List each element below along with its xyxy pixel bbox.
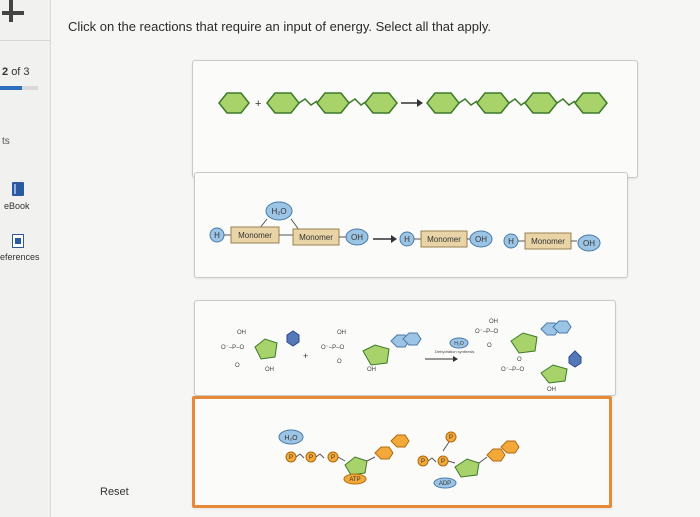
p-label-5: P [421, 459, 425, 465]
oh-label-f: OH [547, 387, 556, 393]
phosphate-a: O⁻–P–O [221, 345, 245, 351]
reaction-option-2[interactable]: H₂O H Monomer Monomer OH H Monomer OH H [194, 172, 628, 278]
p-label-4: P [449, 435, 453, 441]
references-label: eferences [0, 252, 40, 262]
arrow-right-icon [425, 356, 458, 362]
arrow-right-icon [373, 235, 397, 243]
water-label: H₂O [271, 207, 286, 216]
reaction-3-diagram: OH O⁻–P–O O OH + OH O⁻–P–O O OH H₂O Dehy… [221, 319, 582, 393]
add-icon[interactable] [0, 0, 34, 30]
reaction-option-3[interactable]: OH O⁻–P–O O OH + OH O⁻–P–O O OH H₂O Dehy… [194, 300, 616, 396]
reaction-4-diagram: H₂O P P P ATP P P P ADP [278, 429, 520, 489]
reaction-1-diagram: + [218, 92, 608, 114]
references-button[interactable]: eferences [0, 232, 50, 268]
monomer-label-1: Monomer [238, 231, 272, 240]
question-counter: 2 of 3 [2, 66, 30, 78]
h-label-2: H [404, 235, 410, 244]
reaction-option-1[interactable]: + [192, 60, 638, 178]
oh-label-b: OH [265, 367, 274, 373]
oh-label-c: OH [337, 330, 346, 336]
reaction-2-diagram: H₂O H Monomer Monomer OH H Monomer OH H [209, 201, 601, 252]
o-label-a: O [235, 363, 240, 369]
ebook-button[interactable]: eBook [0, 180, 46, 218]
p-label-6: P [441, 459, 445, 465]
o-label-c: O [487, 343, 492, 349]
adp-label: ADP [439, 481, 451, 487]
monomer-label-4: Monomer [531, 237, 565, 246]
ebook-label: eBook [4, 201, 30, 211]
p-label-1: P [289, 455, 293, 461]
h-label: H [214, 231, 220, 240]
o-label-d: O [517, 357, 522, 363]
monomer-label-2: Monomer [299, 233, 333, 242]
oh-label-2: OH [475, 235, 487, 244]
references-icon [12, 234, 24, 248]
water-label-3: H₂O [454, 341, 464, 347]
oh-label-e: OH [489, 319, 498, 325]
atp-label: ATP [349, 477, 360, 483]
ebook-icon [12, 182, 24, 196]
svg-text:+: + [303, 351, 308, 361]
reaction-option-4[interactable]: H₂O P P P ATP P P P ADP [192, 396, 612, 508]
water-label-4: H₂O [284, 435, 298, 442]
phosphate-d: O⁻–P–O [501, 367, 525, 373]
oh-label-d: OH [367, 367, 376, 373]
question-progress-bar [0, 86, 38, 90]
sidebar-divider [0, 40, 50, 41]
arrow-right-icon [401, 99, 423, 107]
p-label-2: P [309, 455, 313, 461]
points-label: ts [2, 136, 10, 147]
oh-label-1: OH [351, 233, 363, 242]
svg-text:+: + [255, 98, 261, 110]
question-prompt: Click on the reactions that require an i… [68, 19, 491, 34]
reset-button[interactable]: Reset [100, 486, 129, 498]
p-label-3: P [331, 455, 335, 461]
monomer-label-3: Monomer [427, 235, 461, 244]
phosphate-b: O⁻–P–O [321, 345, 345, 351]
o-label-b: O [337, 359, 342, 365]
sidebar: 2 of 3 ts eBook eferences [0, 0, 51, 517]
h-label-3: H [508, 237, 514, 246]
oh-label-a: OH [237, 330, 246, 336]
phosphate-c: O⁻–P–O [475, 329, 499, 335]
dehydration-label: Dehydration synthesis [435, 349, 474, 354]
oh-label-3: OH [583, 239, 595, 248]
